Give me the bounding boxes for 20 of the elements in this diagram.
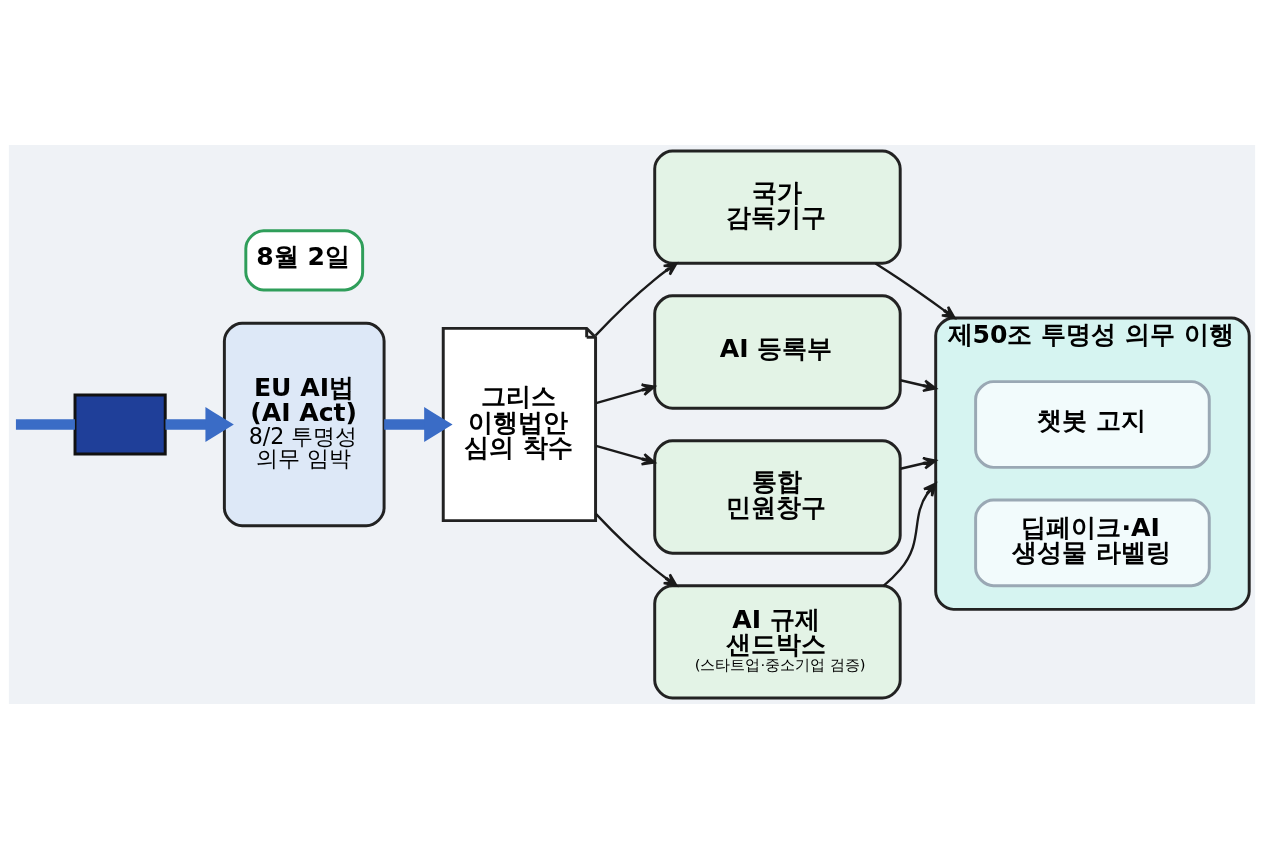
node-box: AI 등록부 (653, 293, 902, 410)
arrow (595, 382, 656, 404)
node-box: AI 규제 샌드박스 (스타트업·중소기업 검증) (653, 583, 902, 700)
arrow (595, 444, 656, 466)
node-box: 딥페이크·AI 생성물 라벨링 (974, 497, 1211, 587)
arrow (165, 406, 234, 442)
arrow (594, 261, 678, 336)
arrow (900, 378, 937, 392)
arrow (874, 262, 956, 319)
node-box: 국가 감독기구 (653, 148, 902, 265)
arrow (594, 512, 678, 587)
arrow (883, 481, 937, 587)
node-box: EU AI법 (AI Act) 8/2 투명성 의무 임박 (222, 321, 386, 527)
connector (15, 418, 75, 430)
arrow (384, 406, 453, 442)
node-box: 통합 민원창구 (653, 438, 902, 555)
node-box (73, 392, 167, 456)
node-box: 8월 2일 (244, 228, 365, 291)
arrow (900, 456, 937, 470)
node-box: 챗봇 고지 (974, 379, 1211, 469)
